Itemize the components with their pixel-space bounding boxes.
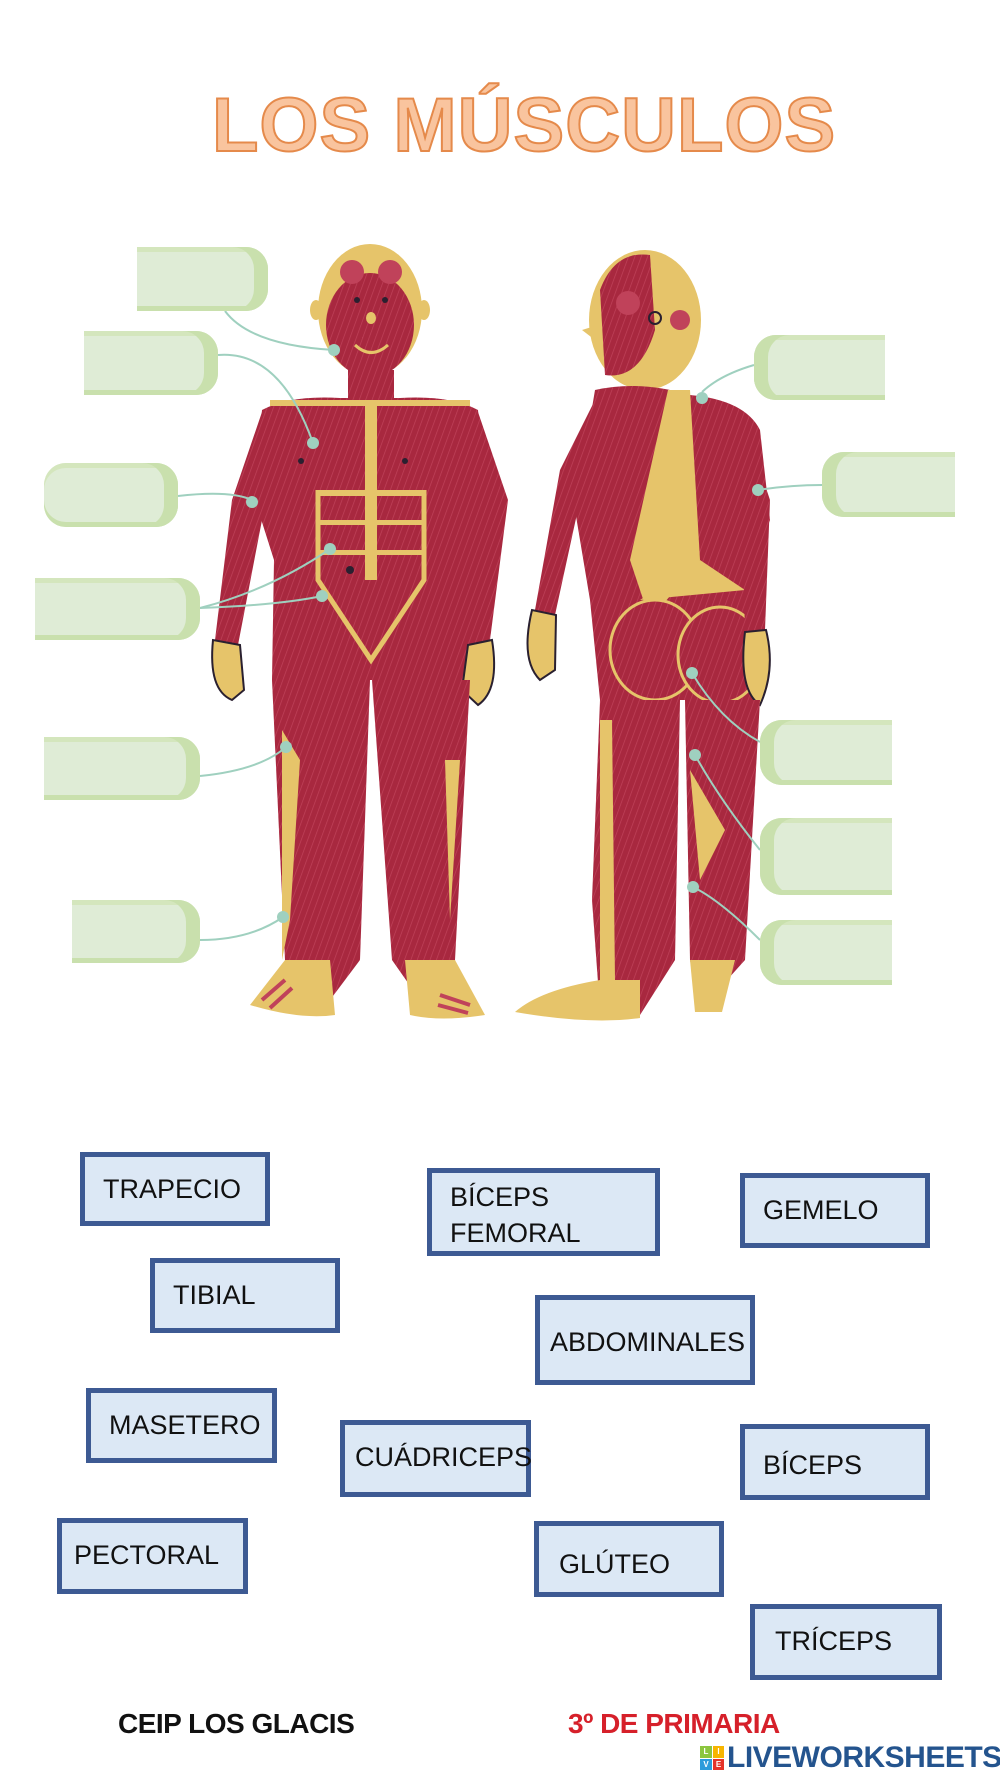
grade-label: 3º DE PRIMARIA [568,1708,780,1739]
word-tile-trapecio[interactable]: TRAPECIO [80,1152,270,1226]
answer-field-right-3[interactable] [760,720,892,785]
word-tile-triceps[interactable]: TRÍCEPS [750,1604,942,1680]
word-tile-biceps-femoral[interactable]: BÍCEPS FEMORAL [427,1168,660,1256]
word-tile-abdominales[interactable]: ABDOMINALES [535,1295,755,1385]
brand-text: LIVEWORKSHEETS [727,1741,1000,1774]
liveworksheets-brand: L I V E LIVEWORKSHEETS [700,1741,1000,1775]
word-tile-gluteo[interactable]: GLÚTEO [534,1521,724,1597]
back-figure [515,250,771,1021]
answer-field-left-5[interactable] [44,737,200,800]
word-tile-cuadriceps[interactable]: CUÁDRICEPS [340,1420,532,1497]
word-tile-gemelo[interactable]: GEMELO [740,1173,930,1248]
word-tile-masetero[interactable]: MASETERO [86,1388,277,1463]
worksheet-title: LOS MÚSCULOS [211,83,837,168]
word-tile-pectoral[interactable]: PECTORAL [57,1518,248,1594]
logo-letter-l: L [700,1746,712,1758]
word-tile-tibial[interactable]: TIBIAL [150,1258,340,1333]
answer-field-right-2[interactable] [822,452,955,517]
answer-field-left-6[interactable] [72,900,200,963]
school-name: CEIP LOS GLACIS [118,1708,355,1739]
answer-field-left-1[interactable] [137,247,268,311]
front-figure [211,244,508,1019]
answer-field-left-2[interactable] [84,331,218,395]
connector-lines [177,310,823,941]
answer-field-right-5[interactable] [760,920,892,985]
logo-letter-i: I [712,1746,724,1758]
answer-field-left-4[interactable] [35,578,200,640]
answer-field-left-3[interactable] [44,463,178,527]
answer-field-right-1[interactable] [754,335,885,400]
word-tile-biceps[interactable]: BÍCEPS [740,1424,930,1500]
logo-letter-e: E [712,1758,724,1770]
liveworksheets-logo-icon: L I V E [700,1746,724,1770]
answer-field-right-4[interactable] [760,818,892,895]
connector-dots [246,344,764,923]
logo-letter-v: V [700,1758,712,1770]
